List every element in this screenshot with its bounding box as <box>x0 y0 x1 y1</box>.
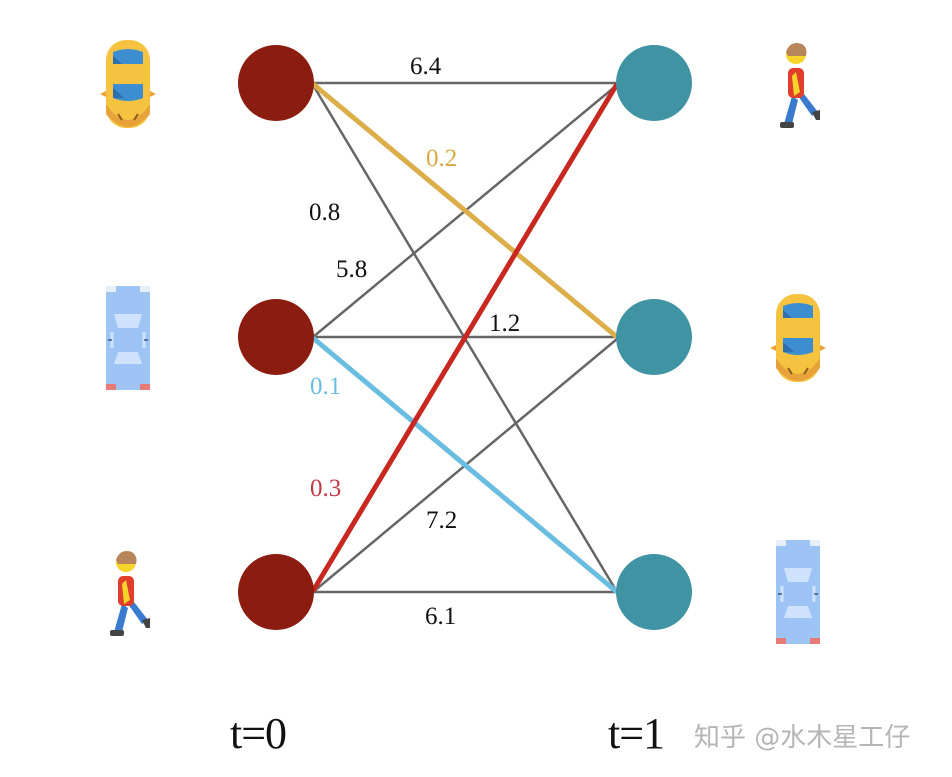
edge-label-l3-r1: 0.3 <box>310 475 342 502</box>
left-node-2 <box>238 299 314 375</box>
blue-car-icon <box>106 286 150 390</box>
edge-label-l1-r3: 0.8 <box>309 199 341 226</box>
right-node-3 <box>616 554 692 630</box>
edge-l3-r1-highlight-red <box>310 82 620 593</box>
edge-label-l2-r3: 0.1 <box>310 373 342 400</box>
right-node-2 <box>616 299 692 375</box>
edge-label-l2-r2: 1.2 <box>489 310 521 337</box>
edge-l1-r2-highlight-yellow <box>311 82 619 339</box>
time-label-t1: t=1 <box>608 709 665 758</box>
edge-label-l2-r1: 5.8 <box>336 256 368 283</box>
edge-label-l1-r2: 0.2 <box>426 145 458 172</box>
edge-label-l3-r2: 7.2 <box>426 507 458 534</box>
blue-car-icon <box>776 540 820 644</box>
yellow-car-icon <box>770 294 826 382</box>
left-node-3 <box>238 554 314 630</box>
left-node-1 <box>238 45 314 121</box>
edge-l2-r3-highlight-blue <box>311 336 619 594</box>
watermark: 知乎 @水木星工仔 <box>694 723 911 753</box>
edge-label-l1-r1: 6.4 <box>410 53 442 80</box>
time-label-t0: t=0 <box>230 709 287 758</box>
yellow-car-icon <box>100 40 156 128</box>
walking-person-icon <box>110 551 150 636</box>
right-node-1 <box>616 45 692 121</box>
walking-person-icon <box>780 43 820 128</box>
edge-label-l3-r3: 6.1 <box>425 603 457 630</box>
